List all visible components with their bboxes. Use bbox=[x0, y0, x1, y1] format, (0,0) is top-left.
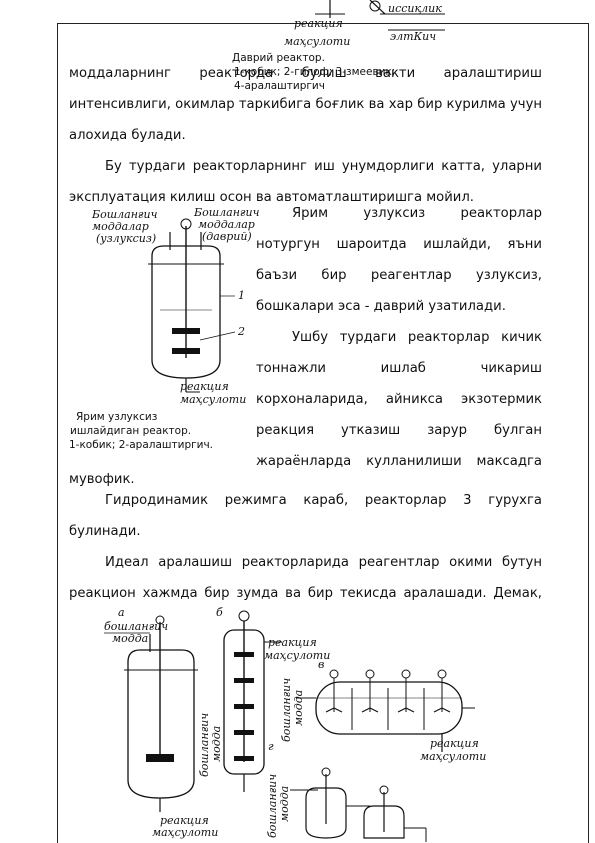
text-line: реакцион хажмда бир зумда ва бир текисда… bbox=[69, 586, 542, 601]
batch-reactor-figure: реакция маҳсулоти иссиқлик элтКич bbox=[284, 0, 445, 48]
mid-caption-2: ишлайдиган реактор. bbox=[70, 425, 192, 437]
mid-inlet-label-6: (даврий) bbox=[202, 230, 252, 243]
text-line: Бу турдаги реакторларнинг иш унумдорлиги… bbox=[105, 159, 542, 174]
text-line: жараёнларда кулланилиши максадга bbox=[256, 454, 542, 469]
text-line: бошкалари эса - даврий узатилади. bbox=[256, 299, 506, 314]
mid-product-label-1: реакция bbox=[180, 380, 229, 393]
reactor-types-figure: а бошланғич модда реакция маҳсулоти б ре… bbox=[104, 606, 486, 842]
a-outlet-label-1: реакция bbox=[160, 814, 209, 827]
mid-inlet-label-2: моддалар bbox=[92, 220, 149, 233]
mid-inlet-label-5: моддалар bbox=[198, 218, 255, 231]
mid-inlet-label-4: Бошланғич bbox=[193, 206, 260, 219]
mid-callout-2: 2 bbox=[237, 325, 245, 338]
mid-callout-1: 1 bbox=[238, 289, 245, 302]
text-line: нотургун шароитда ишлайди, яъни bbox=[256, 237, 542, 252]
text-line: интенсивлиги, окимлар таркибига боғлик в… bbox=[69, 97, 542, 112]
b-inlet-label-2: модда bbox=[210, 726, 223, 762]
label-v: в bbox=[318, 658, 324, 671]
mid-product-label-2: маҳсулоти bbox=[180, 393, 246, 406]
top-caption-3: 4-аралаштиргич bbox=[234, 80, 325, 92]
text-line: Ярим узлуксиз реакторлар bbox=[292, 206, 542, 221]
page-border bbox=[57, 23, 589, 843]
a-outlet-label-2: маҳсулоти bbox=[152, 826, 218, 839]
top-caption-2: 1-кобик; 2-гилоф; 3-змеевик; bbox=[234, 66, 396, 78]
text-line: Идеал аралашиш реакторларида реагентлар … bbox=[105, 555, 542, 570]
a-inlet-label-1: бошланғич bbox=[104, 620, 168, 633]
mid-inlet-label-1: Бошланғич bbox=[91, 208, 158, 221]
b-outlet-label-1: реакция bbox=[268, 636, 317, 649]
mid-inlet-label-3: (узлуксиз) bbox=[96, 232, 156, 245]
text-line: баъзи бир реагентлар узлуксиз, bbox=[256, 268, 542, 283]
v-inlet-label-1: бошланғич bbox=[280, 678, 293, 742]
text-line: эксплуатация килиш осон ва автоматлаштир… bbox=[69, 190, 475, 205]
text-line: Ушбу турдаги реакторлар кичик bbox=[292, 330, 542, 345]
mid-caption-1: Ярим узлуксиз bbox=[76, 411, 158, 423]
b-outlet-label-2: маҳсулоти bbox=[264, 649, 330, 662]
semi-continuous-reactor-figure: Бошланғич моддалар (узлуксиз) Бошланғич … bbox=[91, 206, 260, 406]
top-caption-1: Даврий реактор. bbox=[232, 52, 325, 64]
top-coil-label: иссиқлик bbox=[388, 2, 442, 15]
text-line: булинади. bbox=[69, 524, 141, 539]
g-inlet-label-2: модда bbox=[278, 786, 291, 822]
v-outlet-label-2: маҳсулоти bbox=[420, 750, 486, 763]
top-coil-label-2: элтКич bbox=[390, 30, 436, 43]
b-inlet-label-1: бошланғич bbox=[198, 713, 211, 777]
text-line: реакция утказиш зарур булган bbox=[256, 423, 542, 438]
text-line: алохида булади. bbox=[69, 128, 186, 143]
a-inlet-label-2: модда bbox=[112, 632, 148, 645]
mid-caption-3: 1-кобик; 2-аралаштиргич. bbox=[69, 439, 213, 451]
top-product-label-2: маҳсулоти bbox=[284, 35, 350, 48]
text-line: моддаларнинг реакторда булиш вакти арала… bbox=[69, 66, 542, 81]
top-product-label: реакция bbox=[294, 17, 343, 30]
text-line: Гидродинамик режимга караб, реакторлар 3… bbox=[105, 493, 542, 508]
label-b: б bbox=[216, 606, 223, 619]
text-line: мувофик. bbox=[69, 472, 135, 487]
text-line: тоннажли ишлаб чикариш bbox=[256, 361, 542, 376]
v-inlet-label-2: модда bbox=[292, 690, 305, 726]
label-a: а bbox=[118, 606, 125, 619]
g-inlet-label-1: бошланғич bbox=[266, 774, 279, 838]
label-g: г bbox=[268, 740, 274, 753]
text-line: корхоналарида, айникса экзотермик bbox=[256, 392, 542, 407]
v-outlet-label-1: реакция bbox=[430, 737, 479, 750]
